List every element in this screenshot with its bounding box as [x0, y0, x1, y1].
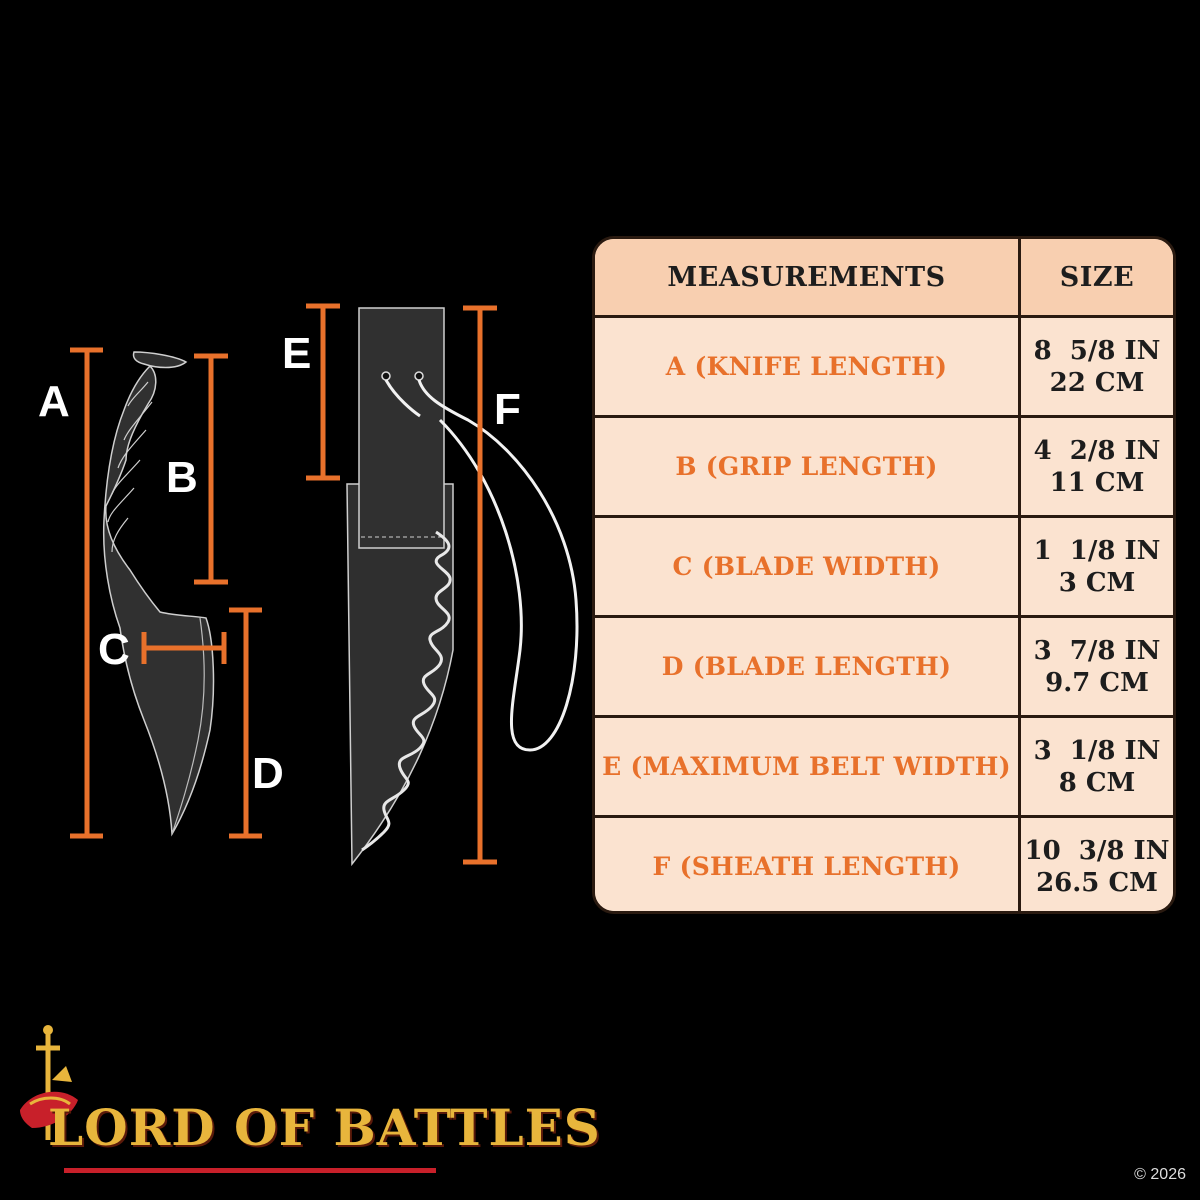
row-size-cm: 26.5 CM [1036, 867, 1158, 898]
dim-letter-b: B [166, 453, 198, 502]
dragon-emblem-icon [20, 1066, 78, 1128]
row-label: D (BLADE LENGTH) [661, 652, 952, 681]
grip-twist-lines [107, 381, 153, 553]
dim-letter-a: A [38, 377, 70, 426]
row-size-cm: 8 CM [1058, 767, 1136, 798]
dim-letter-c: C [98, 625, 130, 674]
measurements-table: MEASUREMENTS SIZE A (KNIFE LENGTH) 8 5/8… [592, 236, 1176, 914]
row-size-in: 1 1/8 IN [1033, 535, 1161, 566]
dim-letter-e: E [282, 329, 311, 378]
dim-letter-f: F [494, 385, 521, 434]
row-label: F (SHEATH LENGTH) [652, 852, 961, 881]
table-row: E (MAXIMUM BELT WIDTH) 3 1/8 IN 8 CM [595, 715, 1173, 815]
brand-logo-underline [64, 1168, 436, 1173]
blade-edge [171, 617, 205, 835]
header-size: SIZE [1059, 261, 1135, 293]
knife-illustration [102, 351, 215, 837]
knife-body [102, 364, 215, 837]
row-size-cm: 11 CM [1049, 467, 1145, 498]
dim-letter-d: D [252, 749, 284, 798]
header-measurements: MEASUREMENTS [667, 261, 946, 293]
row-size-in: 8 5/8 IN [1033, 335, 1161, 366]
row-size-cm: 9.7 CM [1045, 667, 1149, 698]
copyright-text: © 2026 [1134, 1166, 1186, 1183]
brand-logo-text: LORD OF BATTLES [48, 1098, 601, 1157]
row-label: A (KNIFE LENGTH) [665, 352, 948, 381]
belt-loop [358, 307, 445, 549]
brand-logo [20, 1025, 78, 1140]
row-label: C (BLADE WIDTH) [672, 552, 941, 581]
row-size-cm: 3 CM [1058, 567, 1136, 598]
sheath-illustration [346, 307, 579, 867]
knife-pommel [132, 351, 188, 369]
table-header-row: MEASUREMENTS SIZE [595, 239, 1173, 315]
row-size-cm: 22 CM [1049, 367, 1145, 398]
table-row: F (SHEATH LENGTH) 10 3/8 IN 26.5 CM [595, 815, 1173, 911]
table-row: B (GRIP LENGTH) 4 2/8 IN 11 CM [595, 415, 1173, 515]
row-size-in: 10 3/8 IN [1024, 835, 1170, 866]
sheath-lacing [361, 530, 452, 852]
row-label: B (GRIP LENGTH) [675, 452, 938, 481]
row-size-in: 3 7/8 IN [1033, 635, 1161, 666]
row-size-in: 3 1/8 IN [1033, 735, 1161, 766]
row-size-in: 4 2/8 IN [1033, 435, 1161, 466]
dimension-lines [70, 303, 497, 865]
row-label: E (MAXIMUM BELT WIDTH) [602, 752, 1011, 781]
table-row: D (BLADE LENGTH) 3 7/8 IN 9.7 CM [595, 615, 1173, 715]
table-row: A (KNIFE LENGTH) 8 5/8 IN 22 CM [595, 315, 1173, 415]
sheath-body [346, 483, 454, 867]
table-row: C (BLADE WIDTH) 1 1/8 IN 3 CM [595, 515, 1173, 615]
